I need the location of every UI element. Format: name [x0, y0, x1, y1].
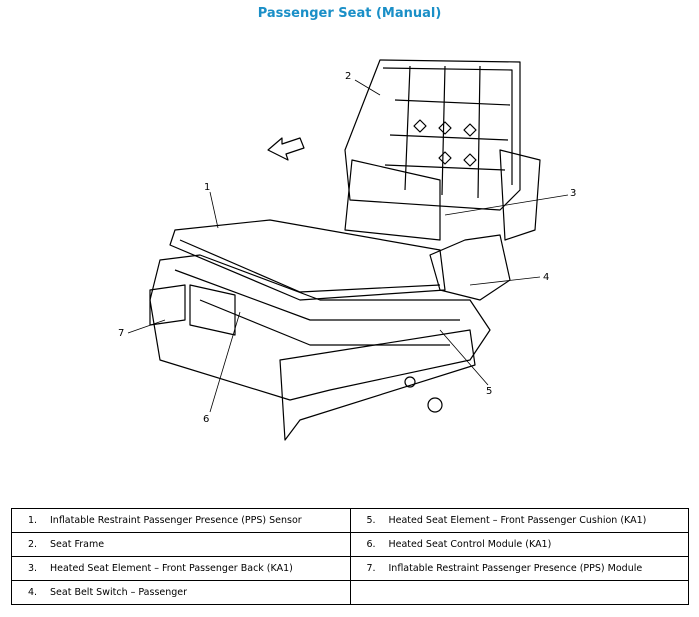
legend-cell-empty [349, 580, 689, 605]
legend-number: 2. [28, 539, 38, 550]
legend-text: Heated Seat Control Module (KA1) [388, 539, 552, 550]
legend-cell: 3. Heated Seat Element – Front Passenger … [11, 556, 351, 581]
legend-text: Inflatable Restraint Passenger Presence … [50, 515, 302, 526]
callout-7: 7 [118, 328, 124, 339]
seat-base-frame [149, 254, 491, 401]
heated-back-element [344, 159, 441, 241]
legend-number: 6. [366, 539, 376, 550]
legend-cell: 7. Inflatable Restraint Passenger Presenc… [349, 556, 689, 581]
page-title: Passenger Seat (Manual) [257, 6, 442, 21]
seat-belt-switch [429, 234, 511, 301]
legend-row: 2. Seat Frame 6. Heated Seat Control Modul… [11, 532, 689, 557]
legend-cell: 5. Heated Seat Element – Front Passenger … [349, 508, 689, 533]
legend-text: Inflatable Restraint Passenger Presence … [388, 563, 643, 574]
callout-6: 6 [203, 414, 209, 425]
legend-text: Seat Belt Switch – Passenger [50, 587, 188, 598]
legend-text: Seat Frame [50, 539, 105, 550]
quilting-pattern [413, 119, 477, 167]
legend-table: 1. Inflatable Restraint Passenger Presenc… [11, 508, 689, 605]
callout-3: 3 [570, 188, 576, 199]
front-direction-arrow [267, 137, 305, 161]
legend-number: 4. [28, 587, 38, 598]
seat-back-frame [344, 59, 521, 211]
legend-row: 1. Inflatable Restraint Passenger Presenc… [11, 508, 689, 533]
callout-1: 1 [204, 182, 210, 193]
pps-sensor-pad [169, 219, 446, 301]
legend-number: 1. [28, 515, 38, 526]
legend-text: Heated Seat Element – Front Passenger Ba… [50, 563, 293, 574]
seat-diagram: 1 2 3 4 5 6 7 [118, 59, 576, 441]
legend-cell: 1. Inflatable Restraint Passenger Presenc… [11, 508, 351, 533]
legend-row: 3. Heated Seat Element – Front Passenger … [11, 556, 689, 581]
heated-seat-control-module [189, 284, 236, 336]
legend-text: Heated Seat Element – Front Passenger Cu… [388, 515, 647, 526]
callout-2: 2 [345, 71, 351, 82]
callout-5: 5 [486, 386, 492, 397]
legend-cell: 4. Seat Belt Switch – Passenger [11, 580, 351, 605]
legend-number: 7. [366, 563, 376, 574]
legend-row: 4. Seat Belt Switch – Passenger [11, 580, 689, 605]
pps-module [149, 284, 186, 326]
legend-number: 5. [366, 515, 376, 526]
legend-number: 3. [28, 563, 38, 574]
callout-4: 4 [543, 272, 549, 283]
legend-cell: 6. Heated Seat Control Module (KA1) [349, 532, 689, 557]
legend-cell: 2. Seat Frame [11, 532, 351, 557]
